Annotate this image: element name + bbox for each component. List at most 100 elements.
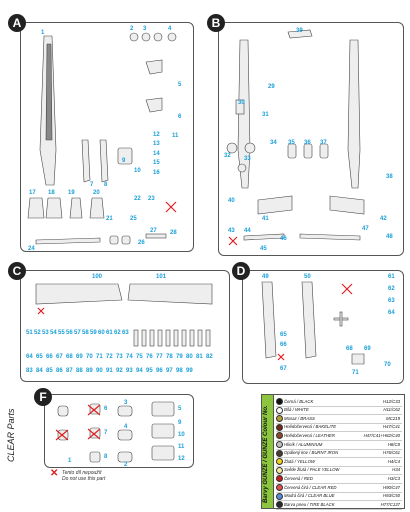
part-number: 40 (228, 198, 235, 204)
part-number: 8 (104, 182, 108, 188)
colour-row: Hnědočervená / LEATHER H47/C41+H82/C40 (276, 430, 402, 441)
part-number: 24 (28, 246, 35, 252)
part-number: 39 (296, 28, 303, 34)
part-number: 54 (50, 330, 57, 336)
part-number: 75 (136, 354, 143, 360)
colour-table: Barvy GUNZE / GUNZE Colour No. Černá / B… (261, 394, 405, 510)
part-number: 3 (143, 26, 147, 32)
part-number: 25 (130, 216, 137, 222)
part-number: 21 (106, 216, 113, 222)
sprue-c-badge: C (8, 262, 26, 280)
part-number: 14 (153, 151, 160, 157)
part-number: 89 (86, 368, 93, 374)
part-number: 12 (178, 456, 185, 462)
part-number: 82 (206, 354, 213, 360)
colour-table-title: Barvy GUNZE / GUNZE Colour No. (263, 405, 269, 503)
sprue-a-badge: A (8, 14, 26, 32)
part-number: 79 (176, 354, 183, 360)
part-number: 42 (380, 216, 387, 222)
part-number: 98 (176, 368, 183, 374)
colour-swatch (276, 458, 283, 466)
part-number: 41 (262, 216, 269, 222)
part-number: 69 (76, 354, 83, 360)
part-number: 58 (82, 330, 89, 336)
part-number: 61 (388, 274, 395, 280)
part-number: 80 (186, 354, 193, 360)
part-number: 27 (150, 228, 157, 234)
part-number: 17 (29, 190, 36, 196)
colour-swatch (276, 441, 283, 448)
part-number: 26 (138, 240, 145, 246)
part-number: 2 (130, 26, 134, 32)
part-number: 96 (156, 368, 163, 374)
part-number: 63 (388, 298, 395, 304)
part-number: 20 (93, 190, 100, 196)
colour-code: H77/C137 (380, 501, 400, 507)
part-number: 66 (280, 342, 287, 348)
part-number: 73 (116, 354, 123, 360)
part-number: 19 (68, 190, 75, 196)
part-number: 43 (228, 228, 235, 234)
part-number: 46 (280, 236, 287, 242)
colour-swatch (276, 484, 283, 491)
part-number: 67 (280, 366, 287, 372)
colour-code: H8/C8 (387, 441, 400, 447)
part-number: 11 (172, 133, 179, 139)
part-number: 100 (92, 274, 103, 280)
part-number: 68 (346, 346, 353, 352)
colour-code: H12/C33 (383, 398, 400, 404)
part-number: 99 (186, 368, 193, 374)
part-number: 6 (178, 114, 182, 120)
colour-code: H76/C61 (383, 450, 400, 456)
part-number: 84 (36, 368, 43, 374)
part-number: 23 (148, 196, 155, 202)
part-number: 55 (58, 330, 65, 336)
part-number: 36 (304, 140, 311, 146)
part-number: 72 (106, 354, 113, 360)
part-number: 59 (90, 330, 97, 336)
part-number: 22 (134, 196, 141, 202)
part-number: 9 (178, 420, 182, 426)
colour-code: H47/C41 (383, 424, 400, 430)
part-number: 18 (48, 190, 55, 196)
part-number: 76 (146, 354, 153, 360)
part-number: 57 (74, 330, 81, 336)
part-number: 81 (196, 354, 203, 360)
part-number: 44 (244, 228, 251, 234)
part-number: 74 (126, 354, 133, 360)
colour-swatch (276, 466, 283, 474)
colour-name: Bílá / WHITE (284, 407, 309, 413)
part-number: 62 (114, 330, 121, 336)
colour-name: Hnědočervená / LEATHER (284, 432, 336, 438)
legend-line-cz: Tento díl nepoužít (62, 470, 102, 476)
part-number: 93 (126, 368, 133, 374)
part-number: 2 (124, 462, 128, 468)
part-number: 70 (384, 362, 391, 368)
part-number: 38 (386, 174, 393, 180)
colour-swatch (276, 501, 283, 509)
legend: Tento díl nepoužít Do not use this part (62, 470, 105, 482)
colour-code: H47/C41+H82/C40 (363, 432, 400, 438)
part-number: 88 (76, 368, 83, 374)
part-number: 71 (352, 370, 359, 376)
part-number: 94 (136, 368, 143, 374)
part-number: 3 (124, 400, 128, 406)
colour-name: Hnědočervená / BAKELITE (284, 424, 337, 430)
colour-name: Barva pneu / TIRE BLACK (284, 501, 335, 507)
part-number: 64 (26, 354, 33, 360)
part-number: 86 (56, 368, 63, 374)
colour-row: Barva pneu / TIRE BLACK H77/C137 (276, 499, 402, 510)
colour-swatch (276, 415, 283, 423)
part-number: 69 (364, 346, 371, 352)
part-number: 7 (90, 182, 94, 188)
part-number: 51 (26, 330, 33, 336)
colour-row: Hnědočervená / BAKELITE H47/C41 (276, 422, 402, 433)
part-number: 9 (122, 158, 126, 164)
part-number: 91 (106, 368, 113, 374)
